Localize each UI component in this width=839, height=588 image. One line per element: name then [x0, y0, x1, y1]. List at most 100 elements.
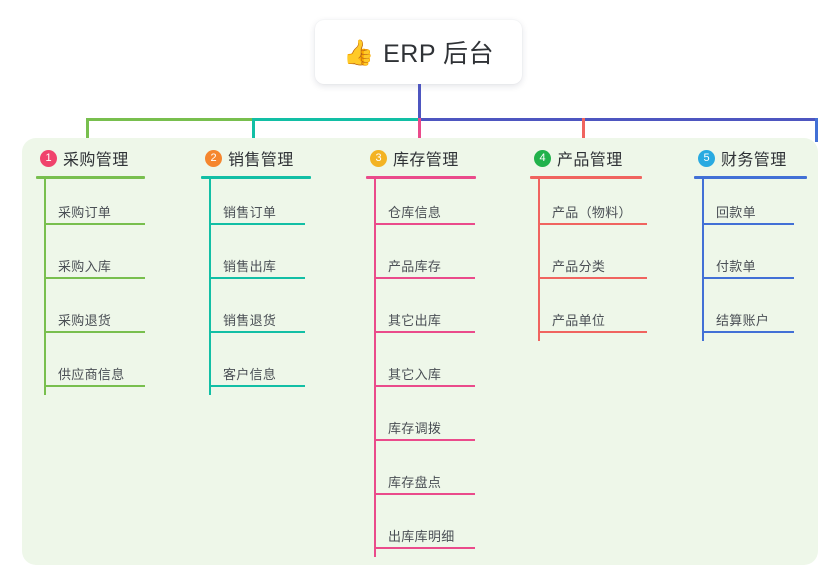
- branch-badge-icon: 5: [698, 149, 715, 167]
- leaf-underline: [538, 331, 647, 333]
- leaf-underline: [209, 277, 305, 279]
- leaf-item[interactable]: 产品单位: [530, 287, 647, 341]
- root-connector-line: [418, 84, 421, 120]
- leaf-underline: [374, 277, 475, 279]
- leaf-underline: [44, 331, 145, 333]
- leaf-underline: [209, 385, 305, 387]
- branch-underline: [366, 176, 476, 179]
- leaf-item-label: 结算账户: [716, 313, 770, 328]
- leaf-item-label: 销售退货: [223, 313, 277, 328]
- leaf-item-label: 产品单位: [552, 313, 606, 328]
- leaf-item[interactable]: 库存盘点: [366, 449, 476, 503]
- leaf-underline: [374, 547, 475, 549]
- leaf-underline: [44, 277, 145, 279]
- leaf-item-label: 付款单: [716, 259, 756, 274]
- leaf-item[interactable]: 回款单: [694, 179, 807, 233]
- leaf-item-label: 采购退货: [58, 313, 112, 328]
- root-node-content: 👍 ERP 后台: [343, 34, 494, 70]
- branch-stem: [44, 179, 46, 395]
- branch-stem: [209, 179, 211, 395]
- leaf-item-label: 产品（物料）: [552, 205, 632, 220]
- branch-title: 产品管理: [557, 152, 623, 169]
- leaf-item-label: 其它出库: [388, 313, 442, 328]
- leaf-underline: [209, 331, 305, 333]
- leaf-item[interactable]: 采购入库: [36, 233, 145, 287]
- leaf-item[interactable]: 付款单: [694, 233, 807, 287]
- branch-stem: [374, 179, 376, 557]
- root-node[interactable]: 👍 ERP 后台: [315, 20, 522, 84]
- leaf-item[interactable]: 结算账户: [694, 287, 807, 341]
- leaf-underline: [538, 277, 647, 279]
- leaf-underline: [374, 493, 475, 495]
- connector-bar-segment-2: [252, 118, 419, 121]
- branch-badge-icon: 2: [205, 149, 222, 167]
- leaf-item[interactable]: 产品（物料）: [530, 179, 647, 233]
- leaf-underline: [374, 223, 475, 225]
- leaf-list: 仓库信息产品库存其它出库其它入库库存调拨库存盘点出库库明细: [366, 179, 476, 557]
- branch-header-2[interactable]: 2 销售管理: [201, 146, 311, 170]
- branch-underline: [36, 176, 145, 179]
- leaf-underline: [702, 331, 794, 333]
- leaf-item[interactable]: 销售订单: [201, 179, 311, 233]
- leaf-underline: [702, 277, 794, 279]
- leaf-item-label: 出库库明细: [388, 529, 455, 544]
- leaf-item[interactable]: 产品分类: [530, 233, 647, 287]
- leaf-underline: [374, 331, 475, 333]
- branch-underline: [694, 176, 807, 179]
- leaf-underline: [374, 385, 475, 387]
- leaf-item-label: 供应商信息: [58, 367, 125, 382]
- leaf-item-label: 回款单: [716, 205, 756, 220]
- leaf-item[interactable]: 出库库明细: [366, 503, 476, 557]
- leaf-item-label: 客户信息: [223, 367, 277, 382]
- connector-drop-4: [582, 118, 585, 140]
- leaf-item[interactable]: 库存调拨: [366, 395, 476, 449]
- leaf-item-label: 库存盘点: [388, 475, 442, 490]
- branch-underline: [201, 176, 311, 179]
- leaf-underline: [702, 223, 794, 225]
- leaf-item[interactable]: 采购退货: [36, 287, 145, 341]
- branch-badge-icon: 1: [40, 149, 57, 167]
- leaf-item[interactable]: 仓库信息: [366, 179, 476, 233]
- leaf-underline: [374, 439, 475, 441]
- connector-drop-2: [252, 118, 255, 142]
- branch-header-5[interactable]: 5 财务管理: [694, 146, 807, 170]
- leaf-underline: [538, 223, 647, 225]
- leaf-item[interactable]: 采购订单: [36, 179, 145, 233]
- leaf-underline: [44, 385, 145, 387]
- leaf-list: 产品（物料） 产品分类产品单位: [530, 179, 647, 341]
- connector-drop-1: [86, 118, 89, 142]
- leaf-item[interactable]: 产品库存: [366, 233, 476, 287]
- connector-drop-3: [418, 118, 421, 146]
- connector-bar-segment-1: [86, 118, 253, 121]
- branch-stem: [702, 179, 704, 341]
- branch-badge-icon: 3: [370, 149, 387, 167]
- branch-title: 财务管理: [721, 152, 787, 169]
- branch-underline: [530, 176, 642, 179]
- branch-title: 销售管理: [228, 152, 294, 169]
- branch-column-5: 5 财务管理回款单付款单结算账户: [694, 146, 807, 341]
- leaf-item-label: 销售出库: [223, 259, 277, 274]
- thumbs-up-icon: 👍: [342, 37, 375, 67]
- leaf-item[interactable]: 其它出库: [366, 287, 476, 341]
- root-node-title: ERP 后台: [383, 40, 495, 68]
- leaf-item-label: 库存调拨: [388, 421, 442, 436]
- leaf-item[interactable]: 销售出库: [201, 233, 311, 287]
- leaf-list: 采购订单采购入库采购退货供应商信息: [36, 179, 145, 395]
- leaf-item[interactable]: 供应商信息: [36, 341, 145, 395]
- leaf-item[interactable]: 其它入库: [366, 341, 476, 395]
- leaf-item-label: 其它入库: [388, 367, 442, 382]
- leaf-item-label: 产品分类: [552, 259, 606, 274]
- leaf-item-label: 采购入库: [58, 259, 112, 274]
- leaf-item[interactable]: 销售退货: [201, 287, 311, 341]
- leaf-item[interactable]: 客户信息: [201, 341, 311, 395]
- connector-drop-5: [815, 118, 818, 142]
- leaf-item-label: 销售订单: [223, 205, 277, 220]
- connector-bar-segment-3: [418, 118, 818, 121]
